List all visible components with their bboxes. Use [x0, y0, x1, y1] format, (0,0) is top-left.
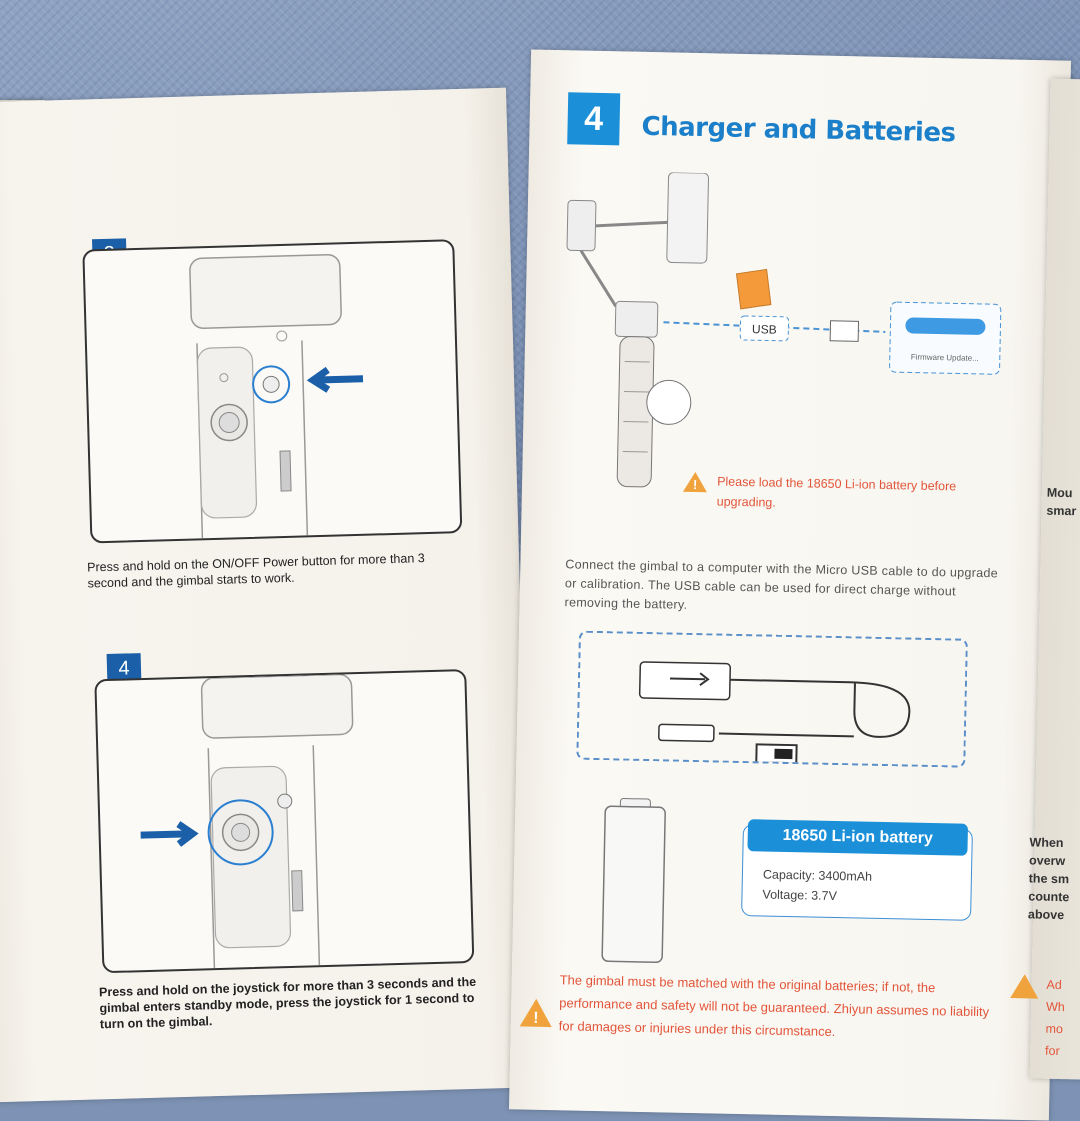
- upgrade-warning: Please load the 18650 Li-ion battery bef…: [716, 474, 957, 510]
- warning-icon: !: [519, 998, 552, 1028]
- firmware-update-label: Firmware Update...: [911, 352, 979, 362]
- gimbal-power-button-icon: [189, 253, 364, 539]
- step-3-illustration: [82, 239, 463, 544]
- step-4-caption: Press and hold on the joystick for more …: [98, 974, 477, 1032]
- step-4-illustration: [94, 668, 475, 974]
- battery-spec-card: 18650 Li-ion battery Capacity: 3400mAh V…: [741, 819, 973, 921]
- section-title: Charger and Batteries: [641, 111, 956, 149]
- leaflet-right-panel: Mou smar When overw the sm counte above …: [1010, 78, 1080, 1082]
- leaflet-left-panel: 3 Press and hold on the ON/OFF Power but…: [0, 87, 534, 1103]
- battery-spec-title: 18650 Li-ion battery: [747, 819, 969, 856]
- usb-cable-icon: [638, 661, 911, 765]
- warning-icon: !: [682, 471, 707, 493]
- right-text-3: Ad Wh mo for: [1044, 977, 1065, 1059]
- gimbal-usb-connection-diagram: USB Firmware Update...: [566, 171, 1002, 488]
- warning-icon: [1010, 974, 1039, 999]
- usb-instructions: Connect the gimbal to a computer with th…: [564, 557, 999, 612]
- battery-capacity: Capacity: 3400mAh: [762, 867, 873, 884]
- battery-voltage: Voltage: 3.7V: [762, 887, 838, 904]
- section-number-badge: 4: [567, 92, 621, 146]
- right-text-1: Mou smar: [1046, 485, 1077, 519]
- gimbal-joystick-icon: [140, 673, 354, 969]
- usb-cable-box: [576, 630, 968, 768]
- step-3-caption: Press and hold on the ON/OFF Power butto…: [86, 551, 425, 591]
- usb-label: USB: [752, 322, 777, 337]
- svg-text:!: !: [693, 477, 698, 492]
- right-text-2: When overw the sm counte above: [1027, 835, 1070, 923]
- svg-text:!: !: [533, 1010, 539, 1027]
- leaflet-middle-panel: 4 Charger and Batteries USB Firmware Upd…: [508, 49, 1072, 1121]
- battery-warning: The gimbal must be matched with the orig…: [558, 972, 990, 1040]
- battery-illustration: [601, 798, 666, 964]
